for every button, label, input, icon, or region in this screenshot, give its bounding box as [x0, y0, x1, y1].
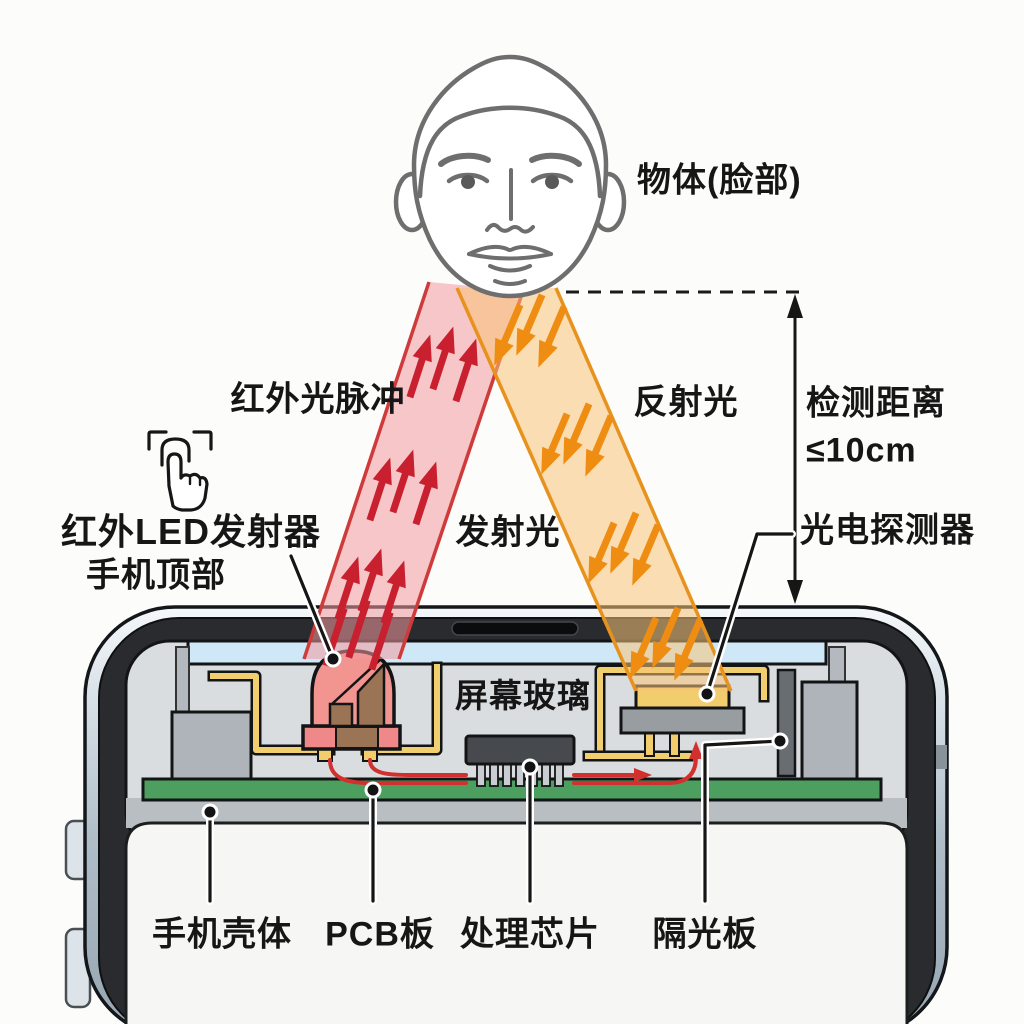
- ir-led-assembly: [301, 649, 402, 762]
- label-ir-led-emitter: 红外LED发射器: [61, 511, 322, 553]
- label-ir-pulse: 红外光脉冲: [230, 380, 406, 419]
- tap-gesture-icon: [147, 430, 213, 512]
- reflected-beam: [455, 287, 733, 692]
- label-detection-distance: 检测距离: [806, 384, 946, 423]
- label-detection-distance-value: ≤10cm: [806, 431, 917, 470]
- speaker-slot: [451, 621, 579, 636]
- label-phone-top: 手机顶部: [86, 556, 226, 595]
- label-object-face: 物体(脸部): [637, 161, 802, 200]
- label-reflected-light: 反射光: [633, 383, 739, 422]
- left-post: [175, 646, 190, 714]
- label-phone-housing: 手机壳体: [152, 915, 292, 954]
- face-illustration: [393, 54, 627, 299]
- label-screen-glass: 屏幕玻璃: [455, 676, 591, 714]
- right-component-block: [800, 680, 859, 783]
- label-photodetector: 光电探测器: [800, 511, 975, 550]
- signal-wires: [328, 741, 703, 785]
- distance-measurement-arrow: [787, 294, 803, 604]
- label-pcb-board: PCB板: [325, 915, 435, 954]
- right-post: [828, 646, 846, 686]
- label-emitted-light: 发射光: [455, 513, 561, 552]
- phone-right-button: [933, 745, 947, 769]
- phone-body-lower: [124, 821, 909, 1024]
- label-light-barrier: 隔光板: [652, 915, 758, 954]
- light-barrier-bar: [776, 668, 797, 778]
- processing-chip-assembly: [464, 734, 576, 787]
- label-processing-chip: 处理芯片: [460, 915, 600, 954]
- pcb-strip: [141, 777, 883, 802]
- left-component-block: [170, 710, 253, 786]
- callout-lines: [201, 530, 796, 905]
- phone-cross-section: [64, 605, 949, 1024]
- screen-glass-strip: [186, 639, 828, 666]
